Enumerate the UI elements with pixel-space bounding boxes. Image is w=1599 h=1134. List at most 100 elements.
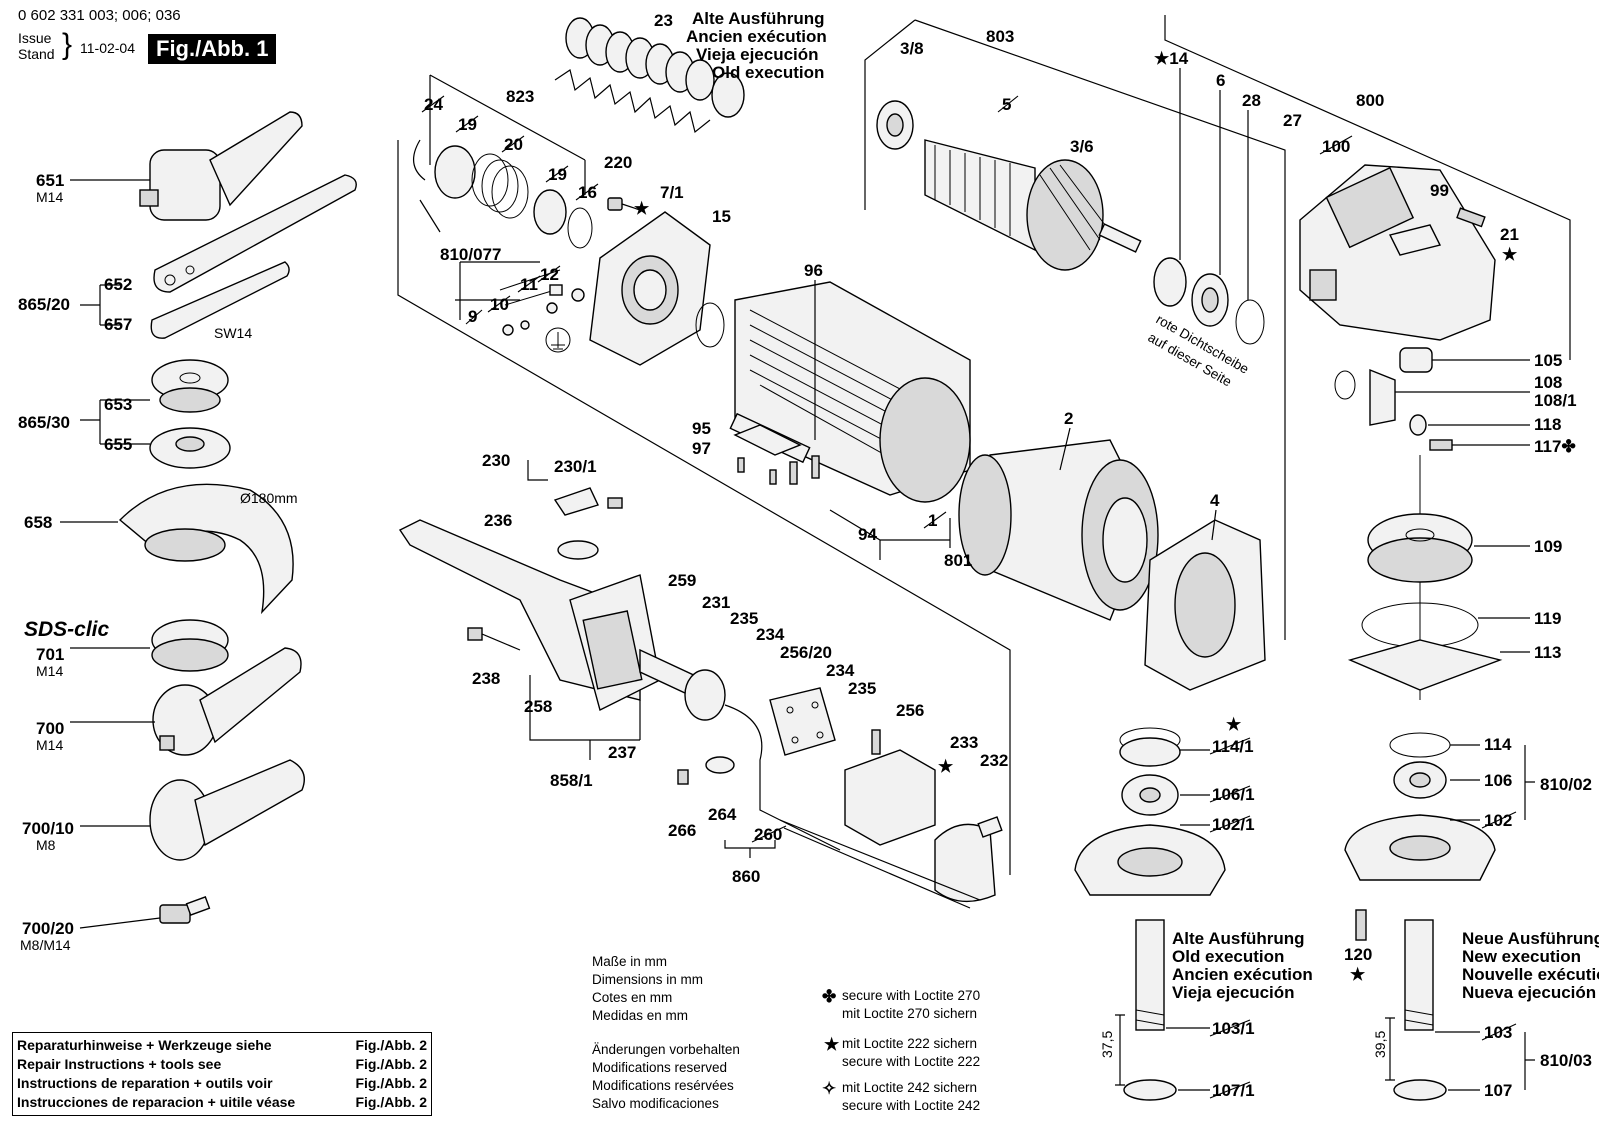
label-651: 651	[36, 171, 64, 190]
svg-text:New execution: New execution	[1462, 947, 1581, 966]
dim-left-length: 37,5	[1099, 1031, 1115, 1058]
label-653: 653	[104, 395, 132, 414]
screw-238	[467, 627, 521, 651]
label-14: ★14	[1154, 49, 1189, 68]
label-801: 801	[944, 551, 972, 570]
label-233: 233	[950, 733, 978, 752]
repair-instructions-legend: Reparaturhinweise + Werkzeuge siehe Fig.…	[12, 1032, 432, 1116]
loctite-242-symbol: ✧	[822, 1079, 836, 1098]
label-108-1: 108/1	[1534, 391, 1577, 410]
legend-row: Reparaturhinweise + Werkzeuge siehe Fig.…	[17, 1037, 427, 1053]
gear-housing-800	[1299, 164, 1496, 341]
label-28: 28	[1242, 91, 1261, 110]
label-19b: 19	[548, 165, 567, 184]
label-235a: 235	[730, 609, 758, 628]
svg-text:Vieja ejecución: Vieja ejecución	[1172, 983, 1295, 1002]
screws-97	[737, 455, 820, 485]
label-865-20: 865/20	[18, 295, 70, 314]
label-235b: 235	[848, 679, 876, 698]
label-99: 99	[1430, 181, 1449, 200]
svg-text:secure with Loctite 222: secure with Loctite 222	[842, 1054, 980, 1069]
svg-text:Änderungen vorbehalten: Änderungen vorbehalten	[592, 1042, 740, 1057]
label-95: 95	[692, 419, 711, 438]
o-ring-119	[1361, 602, 1530, 648]
screw-220	[607, 197, 641, 211]
legend-row: Instrucciones de reparacion + uitile véa…	[17, 1094, 427, 1110]
label-7-1: 7/1	[660, 183, 684, 202]
svg-text:Alte Ausführung: Alte Ausführung	[1172, 929, 1305, 948]
label-wrench-size: SW14	[214, 325, 252, 341]
svg-text:Medidas en mm: Medidas en mm	[592, 1008, 688, 1023]
label-238: 238	[472, 669, 500, 688]
switch-rod-231	[639, 648, 841, 851]
svg-text:Old execution: Old execution	[712, 63, 824, 82]
svg-text:Nouvelle exécution: Nouvelle exécution	[1462, 965, 1599, 984]
sds-clic-brand: SDS-clic	[24, 618, 110, 641]
new-spindle-bearing-set	[1344, 732, 1535, 1101]
clamping-flange-653	[151, 359, 229, 413]
label-823: 823	[506, 87, 534, 106]
label-700-20-thread: M8/M14	[20, 937, 71, 953]
label-diameter: Ø180mm	[240, 490, 298, 506]
label-701: 701	[36, 645, 64, 664]
gasket-113	[1347, 639, 1530, 691]
svg-text:Maße in mm: Maße in mm	[592, 954, 667, 969]
suppressor-232	[934, 816, 1003, 903]
label-23: 23	[654, 11, 673, 30]
clamping-nut-655	[149, 427, 231, 469]
label-652: 652	[104, 275, 132, 294]
spring-set-20	[419, 145, 593, 249]
old-spindle-bearing-set	[1074, 727, 1226, 1101]
new-execution-bottom-note: Neue Ausführung New execution Nouvelle e…	[1462, 929, 1599, 1002]
svg-text:Old execution: Old execution	[1172, 947, 1284, 966]
star-220: ★	[634, 199, 650, 218]
label-103-1: 103/1	[1212, 1019, 1255, 1038]
label-700-20: 700/20	[22, 919, 74, 938]
cable-260	[779, 819, 981, 909]
label-96: 96	[804, 261, 823, 280]
label-105: 105	[1534, 351, 1562, 370]
legend-row: Repair Instructions + tools see Fig./Abb…	[17, 1056, 427, 1072]
side-handle-651	[70, 111, 303, 221]
label-220: 220	[604, 153, 632, 172]
svg-text:Neue Ausführung: Neue Ausführung	[1462, 929, 1599, 948]
label-12: 12	[540, 265, 559, 284]
retaining-ring-24	[413, 139, 426, 181]
loctite-222-symbol: ★	[824, 1035, 840, 1054]
label-106: 106	[1484, 771, 1512, 790]
cable-clamp-264	[677, 756, 735, 785]
label-858-1: 858/1	[550, 771, 593, 790]
label-232: 232	[980, 751, 1008, 770]
label-2: 2	[1064, 409, 1073, 428]
label-16: 16	[578, 183, 597, 202]
label-113: 113	[1534, 643, 1561, 662]
label-237: 237	[608, 743, 636, 762]
svg-text:Dimensions in mm: Dimensions in mm	[592, 972, 703, 987]
label-3-6: 3/6	[1070, 137, 1094, 156]
issue-stand-label: Issue Stand	[18, 30, 55, 62]
changes-note: Änderungen vorbehalten Modifications res…	[592, 1042, 740, 1111]
legend-row: Instructions de reparation + outils voir…	[17, 1075, 427, 1091]
old-execution-bottom-note: Alte Ausführung Old execution Ancien exé…	[1172, 929, 1313, 1002]
protective-guard-658	[60, 483, 294, 615]
label-114-1: 114/1	[1212, 737, 1254, 756]
label-266: 266	[668, 821, 696, 840]
svg-text:Salvo modificaciones: Salvo modificaciones	[592, 1096, 719, 1111]
crown-gear-109	[1367, 513, 1530, 583]
label-107: 107	[1484, 1081, 1512, 1100]
label-700-thread: M14	[36, 737, 63, 753]
handle-700-10	[80, 759, 305, 861]
label-10: 10	[490, 295, 509, 314]
ring-14	[1153, 257, 1187, 307]
label-655: 655	[104, 435, 132, 454]
document-number: 0 602 331 003; 006; 036	[18, 7, 181, 24]
svg-text:mit Loctite 270 sichern: mit Loctite 270 sichern	[842, 1006, 977, 1021]
svg-text:Vieja ejecución: Vieja ejecución	[696, 45, 819, 64]
star-120: ★	[1350, 965, 1366, 984]
label-15: 15	[712, 207, 731, 226]
svg-text:secure with Loctite 270: secure with Loctite 270	[842, 988, 980, 1003]
issue-date: 11-02-04	[80, 40, 136, 56]
svg-text:Alte Ausführung: Alte Ausführung	[692, 9, 825, 28]
label-21: 21	[1500, 225, 1519, 244]
